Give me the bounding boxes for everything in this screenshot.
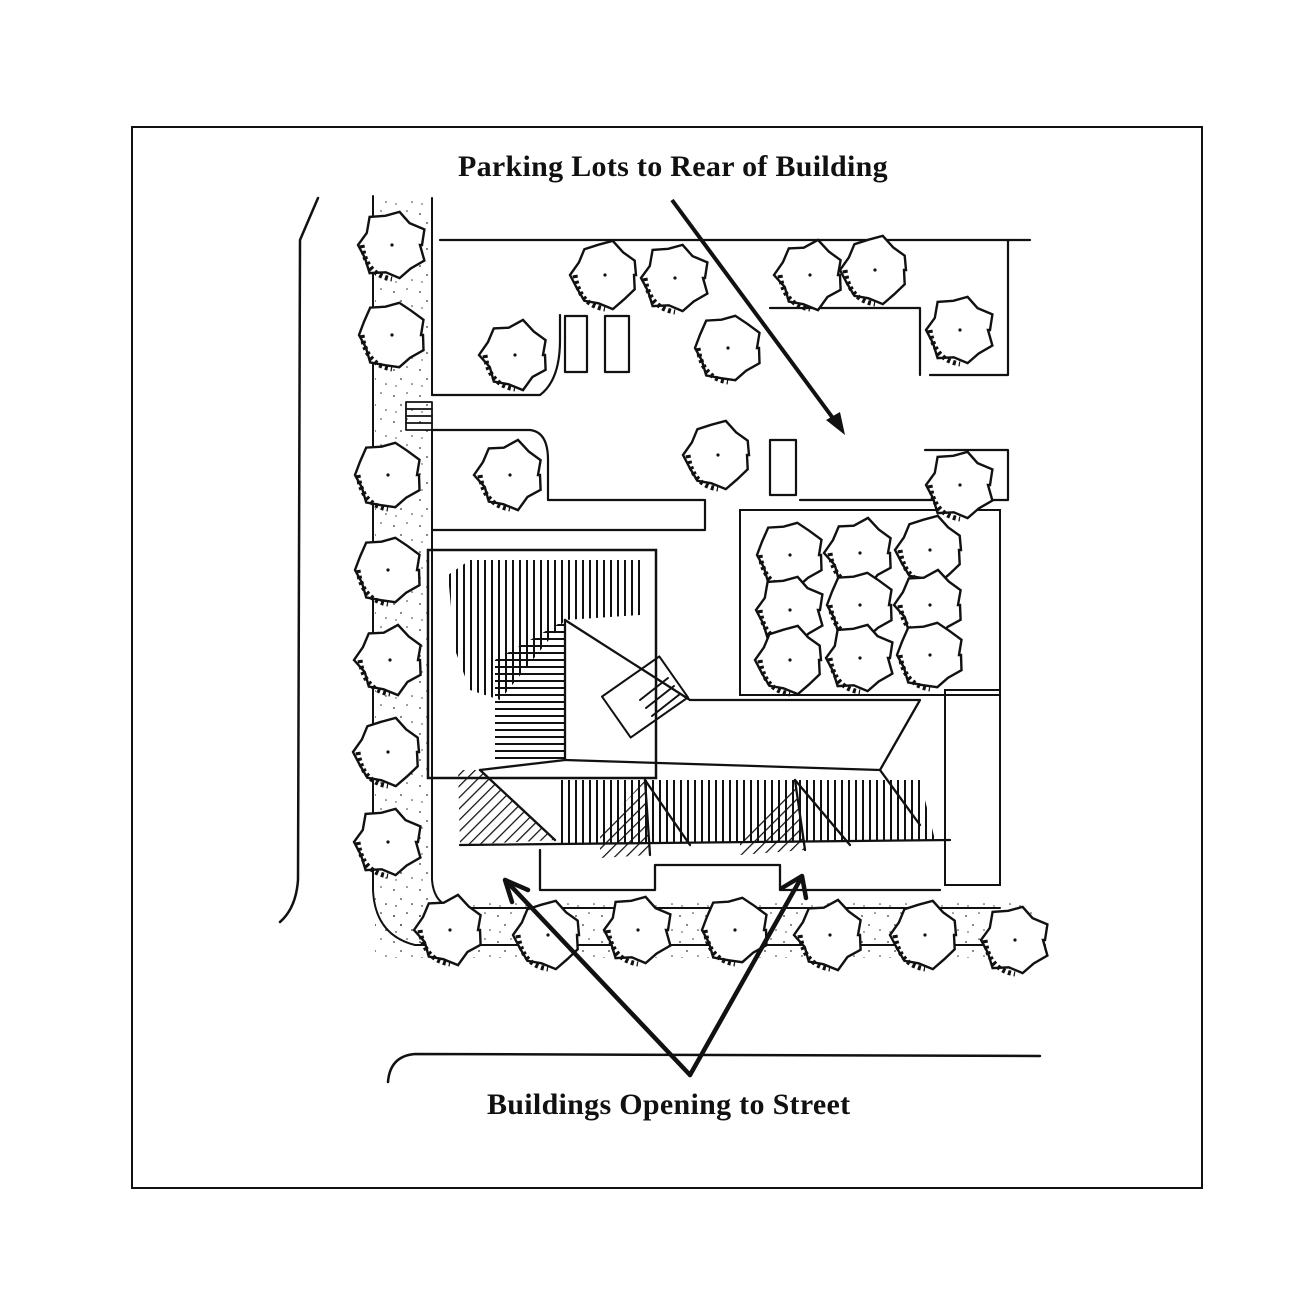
tree-trunk-dot — [386, 750, 390, 754]
tree-shade — [982, 939, 1016, 977]
tree-trunk-dot — [716, 453, 720, 457]
tree-trunk-dot — [928, 653, 932, 657]
tree-trunk-dot — [923, 933, 927, 937]
tree-shade — [777, 274, 811, 312]
tree-trunk-dot — [858, 551, 862, 555]
tree-shade — [757, 659, 791, 697]
tree-canopy — [511, 899, 581, 971]
tree-shade — [355, 569, 389, 607]
tree-trunk-dot — [788, 608, 792, 612]
tree-trunk-dot — [788, 553, 792, 557]
tree-trunk-dot — [508, 473, 512, 477]
tree-trunk-dot — [390, 333, 394, 337]
tree-canopy — [412, 893, 482, 967]
tree-shade — [355, 841, 389, 879]
tree-trunk-dot — [808, 273, 812, 277]
tree-trunk-dot — [958, 328, 962, 332]
street-curbs — [278, 196, 1042, 1084]
tree-trunk-dot — [788, 658, 792, 662]
tree-shade — [572, 274, 606, 312]
tree-canopy — [893, 514, 963, 586]
tree-shade — [702, 929, 736, 967]
tree-shade — [927, 329, 961, 367]
tree-shade — [797, 934, 831, 972]
tree-shade — [355, 474, 389, 512]
tree-trunk-dot — [928, 603, 932, 607]
tree-canopy — [477, 318, 547, 392]
tree-shade — [757, 554, 791, 592]
tree-trunk-dot — [386, 840, 390, 844]
buildings-label: Buildings Opening to Street — [487, 1088, 851, 1121]
tree-canopy — [351, 716, 421, 788]
tree-shade — [482, 354, 516, 392]
tree-trunk-dot — [858, 656, 862, 660]
tree-trunk-dot — [546, 933, 550, 937]
tree-trunk-dot — [448, 928, 452, 932]
tree-canopy — [352, 623, 422, 697]
tree-trunk-dot — [873, 268, 877, 272]
tree-shade — [842, 269, 876, 307]
tree-canopy — [838, 234, 908, 306]
tree-canopy — [888, 899, 958, 971]
tree-shade — [897, 549, 931, 587]
tree-canopy — [681, 419, 751, 491]
parking-arrow — [670, 198, 845, 435]
tree-canopy — [792, 898, 862, 972]
tree-trunk-dot — [958, 483, 962, 487]
lot-steps — [405, 401, 433, 431]
tree-trunk-dot — [636, 928, 640, 932]
tree-trunk-dot — [726, 346, 730, 350]
tree-shade — [355, 751, 389, 789]
tree-trunk-dot — [673, 276, 677, 280]
tree-trunk-dot — [733, 928, 737, 932]
tree-shade — [359, 244, 393, 282]
tree-shade — [827, 657, 861, 695]
tree-canopy — [568, 239, 638, 311]
tree-canopy — [472, 438, 542, 512]
tree-shade — [695, 347, 729, 385]
tree-trunk-dot — [388, 658, 392, 662]
tree-shade — [359, 334, 393, 372]
tree-trunk-dot — [828, 933, 832, 937]
tree-shade — [477, 474, 511, 512]
tree-trunk-dot — [858, 603, 862, 607]
tree-canopy — [753, 624, 823, 696]
tree-trunk-dot — [386, 473, 390, 477]
buildings-arrows — [502, 873, 809, 1078]
tree-canopy — [772, 238, 842, 312]
tree-trunk-dot — [513, 353, 517, 357]
tree-shade — [357, 659, 391, 697]
parking-lots-label: Parking Lots to Rear of Building — [458, 150, 888, 183]
diagram-frame — [131, 126, 1203, 1189]
tree-shade — [897, 654, 931, 692]
tree-shade — [417, 929, 451, 967]
building — [426, 509, 1001, 892]
tree-shade — [515, 934, 549, 972]
tree-shade — [642, 277, 676, 315]
tree-shade — [827, 604, 861, 642]
tree-shade — [605, 929, 639, 967]
tree-trunk-dot — [928, 548, 932, 552]
trees — [351, 210, 1049, 977]
tree-trunk-dot — [603, 273, 607, 277]
tree-trunk-dot — [390, 243, 394, 247]
tree-shade — [892, 934, 926, 972]
tree-trunk-dot — [386, 568, 390, 572]
tree-shade — [685, 454, 719, 492]
tree-trunk-dot — [1013, 938, 1017, 942]
tree-shade — [927, 484, 961, 522]
